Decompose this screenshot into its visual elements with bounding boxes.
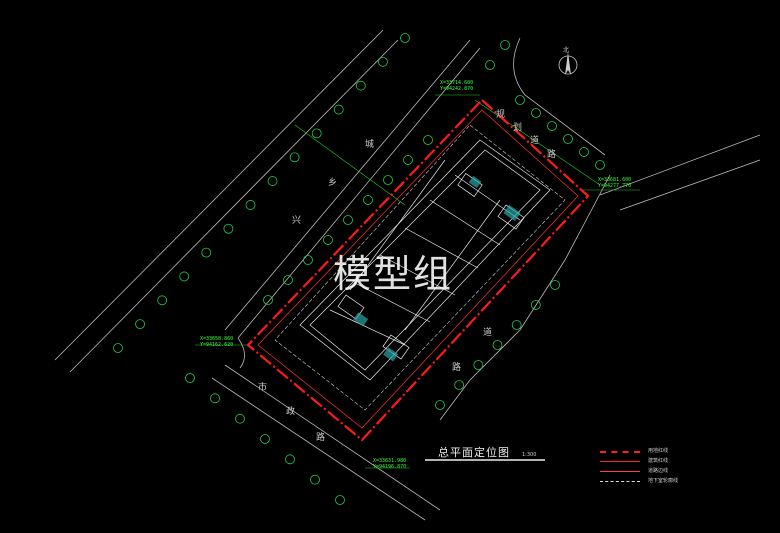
road-label: 政 [286,407,296,417]
tree-icon [531,108,541,118]
road-label: 规 [496,110,506,120]
watermark: 模型组 [333,252,454,296]
tree-icon [289,152,300,163]
tree-icon [363,195,373,205]
north-arrow-icon [558,52,578,75]
tree-icon [343,215,353,225]
road-label: 乡 [328,178,338,188]
legend-swatch [600,461,640,462]
tree-icon [201,247,212,258]
tree-icon [157,295,168,306]
tree-icon [530,300,541,310]
building-setback [257,109,579,429]
trees [113,33,605,505]
site-boundary [246,98,590,442]
tree-icon [511,320,522,330]
tree-icon [355,80,366,91]
tree-icon [579,147,589,157]
tree-icon [263,295,273,305]
tree-icon [333,104,344,115]
tree-icon [210,393,220,404]
tree-icon [485,60,495,70]
tree-icon [500,40,510,50]
tree-icon [595,160,605,170]
tree-icon [310,474,320,485]
tree-icon [235,413,245,424]
tree-icon [260,434,270,444]
tree-icon [403,155,413,165]
road-label: 道 [530,136,540,146]
tree-icon [179,271,190,282]
drawing-scale: 1:300 [522,452,537,458]
basement-outline [274,124,566,411]
road-label: 城 [365,140,375,150]
tree-icon [335,495,345,505]
road-label: 市 [258,383,268,393]
road-label: 道 [483,328,493,338]
legend-swatch [600,471,640,472]
tree-icon [311,128,322,139]
dimension-lines [195,94,640,469]
tree-icon [113,343,123,353]
road-label: 划 [513,123,523,133]
stair-cores [353,175,521,362]
tree-icon [283,275,293,285]
tree-icon [454,380,465,390]
road-label: 路 [452,363,462,373]
road-label: 路 [316,433,326,443]
drawing-title: 总平面定位图 [438,446,510,459]
tree-icon [378,56,388,67]
tree-icon [223,223,234,234]
tree-icon [400,33,410,43]
tree-icon [285,454,295,465]
tree-icon [563,134,573,144]
road-label: 兴 [292,216,302,226]
tree-icon [492,340,503,350]
tree-icon [303,255,313,265]
tree-icon [383,175,393,185]
road-edges [54,29,761,521]
tree-icon [423,135,433,145]
tree-icon [323,235,333,245]
legend-swatch [600,451,640,453]
tree-icon [435,400,445,410]
tree-icon [550,280,560,290]
road-label: 路 [547,150,557,160]
tree-icon [185,373,195,383]
north-label: 北 [563,47,570,54]
legend-swatch [600,481,640,482]
tree-icon [473,360,484,370]
legend: 用地红线 建筑红线 道路边线 地下室轮廓线 [600,447,720,491]
tree-icon [135,319,145,330]
tree-icon [267,176,278,186]
tree-icon [245,200,256,210]
tree-icon [515,95,525,105]
tree-icon [547,121,557,131]
